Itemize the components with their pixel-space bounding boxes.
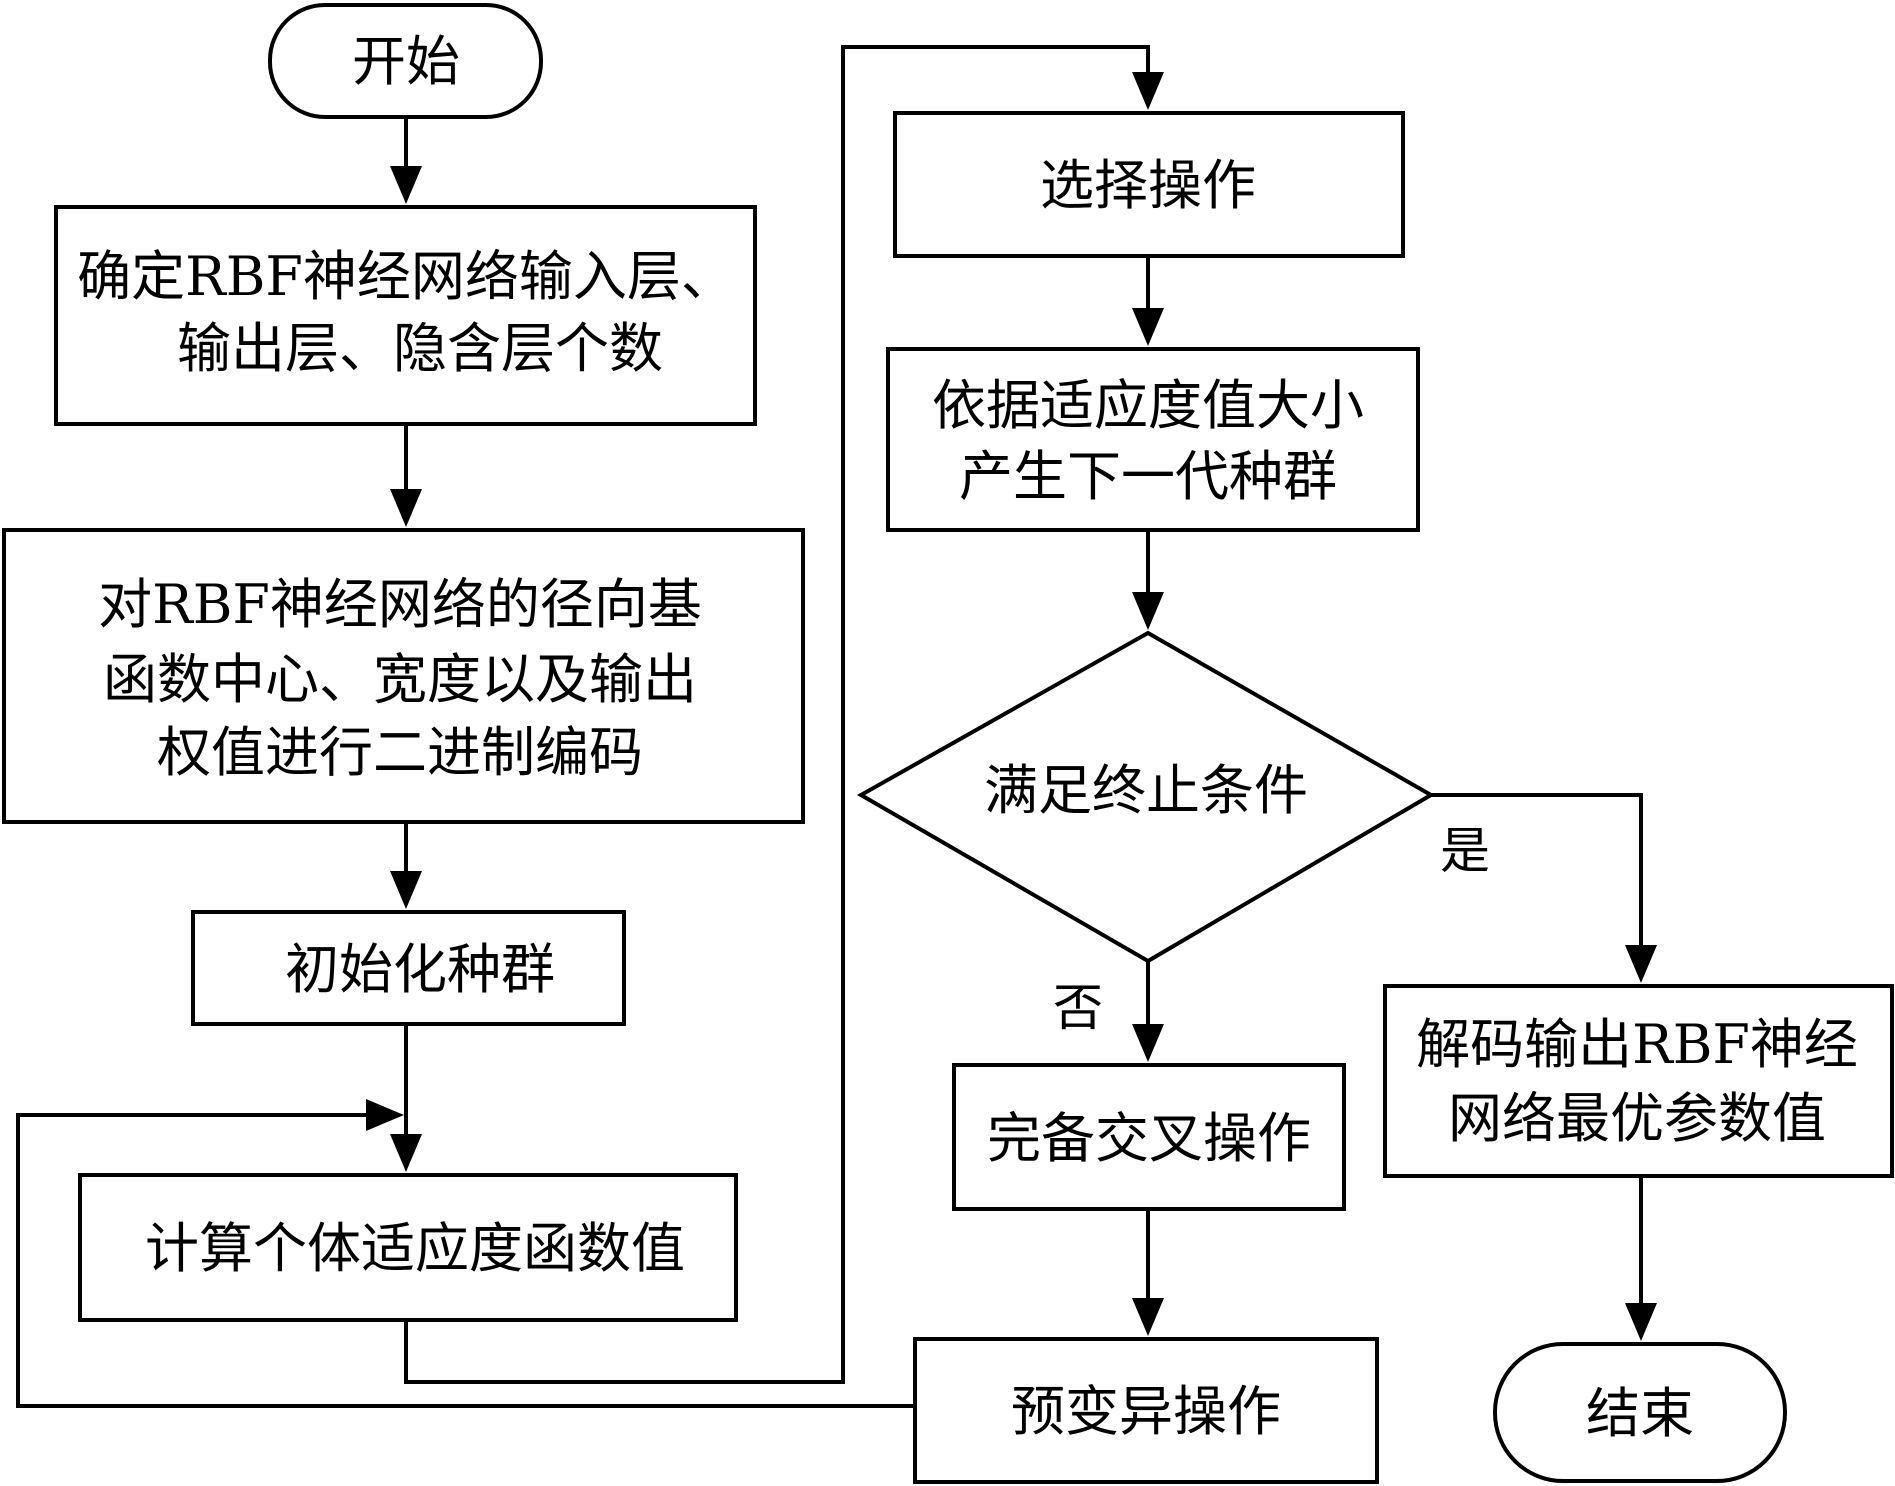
process-box bbox=[78, 1173, 738, 1322]
process-box bbox=[54, 205, 757, 426]
node-decode-output: 解码输出RBF神经 网络最优参数值 bbox=[1383, 984, 1894, 1178]
node-label: 选择操作 bbox=[1040, 154, 1256, 217]
node-next-generation: 依据适应度值大小 产生下一代种群 bbox=[886, 347, 1420, 532]
node-label: 初始化种群 bbox=[285, 938, 555, 1001]
arrowhead bbox=[390, 489, 422, 527]
arrowhead bbox=[1132, 592, 1164, 630]
node-selection: 选择操作 bbox=[893, 111, 1405, 258]
decision-diamond bbox=[856, 630, 1435, 964]
terminal-shape bbox=[1493, 1342, 1787, 1483]
edge-termination-check-to-decode-output bbox=[1431, 793, 1643, 948]
edge-label-no: 否 bbox=[1053, 979, 1103, 1037]
node-label-line: 对RBF神经网络的径向基 bbox=[98, 573, 702, 636]
arrowhead bbox=[390, 1134, 422, 1172]
arrowhead bbox=[390, 166, 422, 204]
edge-compute-fitness-to-selection bbox=[404, 45, 1150, 1384]
node-label: 结束 bbox=[1586, 1382, 1694, 1445]
node-init-population: 初始化种群 bbox=[191, 910, 626, 1026]
node-label: 满足终止条件 bbox=[984, 759, 1308, 822]
node-label-line: 确定RBF神经网络输入层、 bbox=[77, 245, 735, 308]
edge-label-yes: 是 bbox=[1440, 822, 1490, 880]
node-determine-layers: 确定RBF神经网络输入层、 输出层、隐含层个数 bbox=[54, 205, 757, 426]
edge-pre-mutation-to-compute-fitness bbox=[16, 1113, 915, 1408]
node-label-line: 解码输出RBF神经 bbox=[1416, 1013, 1858, 1076]
node-end: 结束 bbox=[1493, 1342, 1787, 1483]
process-box bbox=[952, 1063, 1346, 1211]
node-compute-fitness: 计算个体适应度函数值 bbox=[78, 1173, 738, 1322]
node-label: 开始 bbox=[352, 30, 460, 93]
process-box bbox=[913, 1337, 1379, 1484]
node-label-line: 网络最优参数值 bbox=[1448, 1087, 1826, 1150]
process-box bbox=[886, 347, 1420, 532]
node-label-line: 权值进行二进制编码 bbox=[157, 721, 643, 784]
process-box bbox=[2, 528, 805, 824]
node-crossover: 完备交叉操作 bbox=[952, 1063, 1346, 1211]
process-box bbox=[191, 910, 626, 1026]
node-label-line: 产生下一代种群 bbox=[959, 445, 1337, 508]
edges bbox=[16, 45, 1657, 1408]
node-label-line: 函数中心、宽度以及输出 bbox=[103, 648, 697, 711]
node-label-line: 依据适应度值大小 bbox=[932, 374, 1364, 437]
arrowhead bbox=[1132, 72, 1164, 110]
arrowhead bbox=[366, 1099, 404, 1131]
arrowhead bbox=[1625, 945, 1657, 983]
node-start: 开始 bbox=[268, 3, 543, 119]
arrowhead bbox=[1132, 1024, 1164, 1062]
node-label-line: 输出层、隐含层个数 bbox=[177, 317, 663, 380]
arrowhead bbox=[1132, 308, 1164, 346]
arrowhead bbox=[1132, 1298, 1164, 1336]
node-label: 预变异操作 bbox=[1011, 1380, 1281, 1443]
node-label: 完备交叉操作 bbox=[987, 1107, 1311, 1170]
node-termination-check: 满足终止条件 bbox=[856, 630, 1435, 964]
terminal-shape bbox=[268, 3, 543, 119]
arrowhead bbox=[390, 871, 422, 909]
arrowhead bbox=[1625, 1303, 1657, 1341]
process-box bbox=[1383, 984, 1894, 1178]
process-box bbox=[893, 111, 1405, 258]
node-pre-mutation: 预变异操作 bbox=[913, 1337, 1379, 1484]
node-label: 计算个体适应度函数值 bbox=[145, 1217, 685, 1280]
node-encode-params: 对RBF神经网络的径向基 函数中心、宽度以及输出 权值进行二进制编码 bbox=[2, 528, 805, 824]
